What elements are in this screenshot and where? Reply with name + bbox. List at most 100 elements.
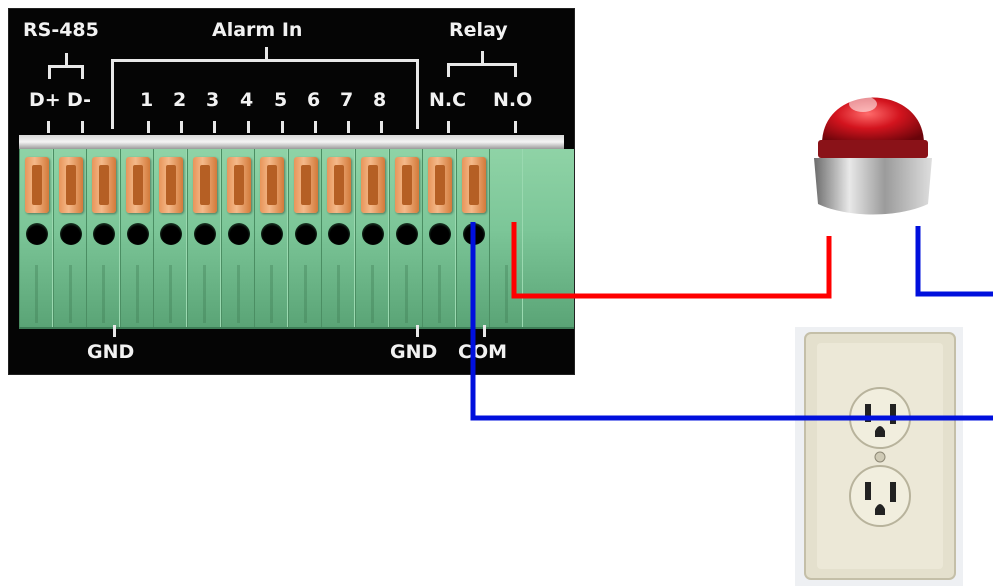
relay-label: Relay	[449, 19, 508, 41]
outlet-lower-ground-hole	[875, 504, 885, 515]
wire-entry-hole	[429, 223, 452, 245]
terminal-ridge	[102, 265, 106, 323]
terminal-ridge	[371, 265, 374, 323]
terminal-ridge	[135, 265, 139, 323]
terminal-lever	[159, 157, 184, 213]
terminal-lever	[125, 157, 150, 213]
alarm-in-label: Alarm In	[212, 19, 303, 41]
no-label: N.O	[493, 89, 533, 111]
terminal-lever	[394, 157, 419, 213]
gnd-right-tick	[416, 325, 419, 337]
wire-entry-hole	[26, 223, 48, 245]
relay-bracket	[447, 63, 517, 66]
gnd-right-label: GND	[390, 341, 438, 363]
terminal-12	[388, 149, 423, 327]
terminal-ridge	[404, 265, 408, 323]
rs485-bracket	[48, 65, 84, 68]
terminal-ridge	[35, 265, 38, 323]
wire-entry-hole	[395, 223, 418, 245]
alarm-input-2-label: 2	[173, 89, 187, 111]
terminal-ridge	[505, 265, 509, 323]
gnd-left-label: GND	[87, 341, 135, 363]
alarm-input-8-label: 8	[373, 89, 387, 111]
pin-tick-nc	[447, 121, 450, 133]
rs485-label: RS-485	[23, 19, 99, 41]
terminal-lever	[92, 157, 117, 213]
terminal-13	[422, 149, 457, 327]
pin-tick-6	[314, 121, 317, 133]
alarm-input-1-label: 1	[140, 89, 154, 111]
outlet-lower-receptacle	[849, 465, 911, 527]
wire-entry-hole	[59, 223, 82, 245]
outlet-upper-slot-right	[890, 404, 896, 424]
outlet-upper-receptacle	[849, 387, 911, 449]
nc-label: N.C	[429, 89, 467, 111]
terminal-lever	[293, 157, 318, 213]
wall-outlet	[795, 327, 963, 586]
relay-bracket-right	[514, 63, 517, 77]
terminal-lever	[58, 157, 83, 213]
wire-entry-hole	[160, 223, 183, 245]
relay-bracket-stem	[481, 51, 484, 64]
beacon-lamp	[814, 96, 932, 215]
terminal-ridge	[169, 265, 173, 323]
wire-entry-hole	[93, 223, 116, 245]
outlet-lower-slot-left	[865, 482, 871, 500]
alarm-input-6-label: 6	[307, 89, 321, 111]
wire-entry-hole	[462, 223, 485, 245]
terminal-3	[86, 149, 121, 327]
lamp-base	[814, 158, 932, 215]
terminal-lever	[461, 157, 486, 213]
terminal-1	[19, 149, 53, 327]
blue-wire-lamp-return	[915, 226, 993, 297]
metal-separator	[19, 135, 564, 149]
pin-tick-no	[514, 121, 517, 133]
wire-entry-hole	[328, 223, 351, 245]
rs485-bracket-stem	[65, 53, 68, 66]
terminal-7	[220, 149, 255, 327]
outlet-center-screw	[874, 451, 886, 463]
terminal-6	[187, 149, 221, 327]
terminal-ridge	[438, 265, 442, 323]
outlet-upper-ground-hole	[875, 426, 885, 437]
com-tick	[483, 325, 486, 337]
pin-tick-3	[213, 121, 216, 133]
terminal-11	[355, 149, 389, 327]
terminal-lever	[226, 157, 251, 213]
lamp-highlight	[849, 96, 877, 112]
terminal-lever	[260, 157, 285, 213]
gnd-left-tick	[113, 325, 116, 337]
terminal-2	[52, 149, 87, 327]
pin-tick-1	[147, 121, 150, 133]
terminal-ridge	[270, 265, 274, 323]
terminal-10	[321, 149, 356, 327]
terminal-lever	[428, 157, 453, 213]
alarm-input-3-label: 3	[206, 89, 220, 111]
terminal-ridge	[337, 265, 341, 323]
pin-tick-8	[380, 121, 383, 133]
alarm-bracket-left	[111, 59, 114, 129]
terminal-block-photo: RS-485 Alarm In Relay D+ D- 1 2 3 4 5 6 …	[8, 8, 575, 375]
com-label: COM	[458, 341, 508, 363]
terminal-4	[119, 149, 154, 327]
pin-tick-5	[281, 121, 284, 133]
terminal-ridge	[203, 265, 206, 323]
rs485-bracket-left	[48, 65, 51, 79]
alarm-input-4-label: 4	[240, 89, 254, 111]
alarm-input-5-label: 5	[274, 89, 288, 111]
alarm-bracket-right	[416, 59, 419, 129]
wire-entry-hole	[194, 223, 216, 245]
terminal-ridge	[303, 265, 307, 323]
lamp-collar	[818, 140, 928, 158]
outlet-upper-slot-left	[865, 404, 871, 422]
wire-entry-hole	[126, 223, 149, 245]
alarm-bracket-stem	[265, 47, 268, 60]
pin-tick-4	[247, 121, 250, 133]
d-minus-label: D-	[67, 89, 92, 111]
alarm-input-7-label: 7	[340, 89, 354, 111]
terminal-lever	[361, 157, 385, 213]
wire-entry-hole	[227, 223, 250, 245]
rs485-bracket-right	[81, 65, 84, 79]
terminal-lever	[25, 157, 49, 213]
wire-entry-hole	[294, 223, 317, 245]
